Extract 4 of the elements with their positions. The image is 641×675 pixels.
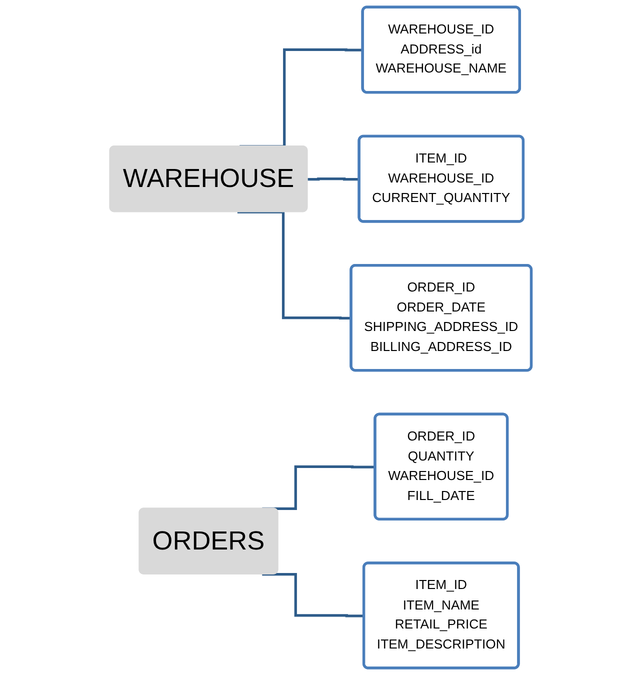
connector bbox=[262, 573, 364, 618]
connector bbox=[237, 210, 352, 320]
connector bbox=[262, 465, 376, 510]
connector bbox=[308, 178, 360, 181]
